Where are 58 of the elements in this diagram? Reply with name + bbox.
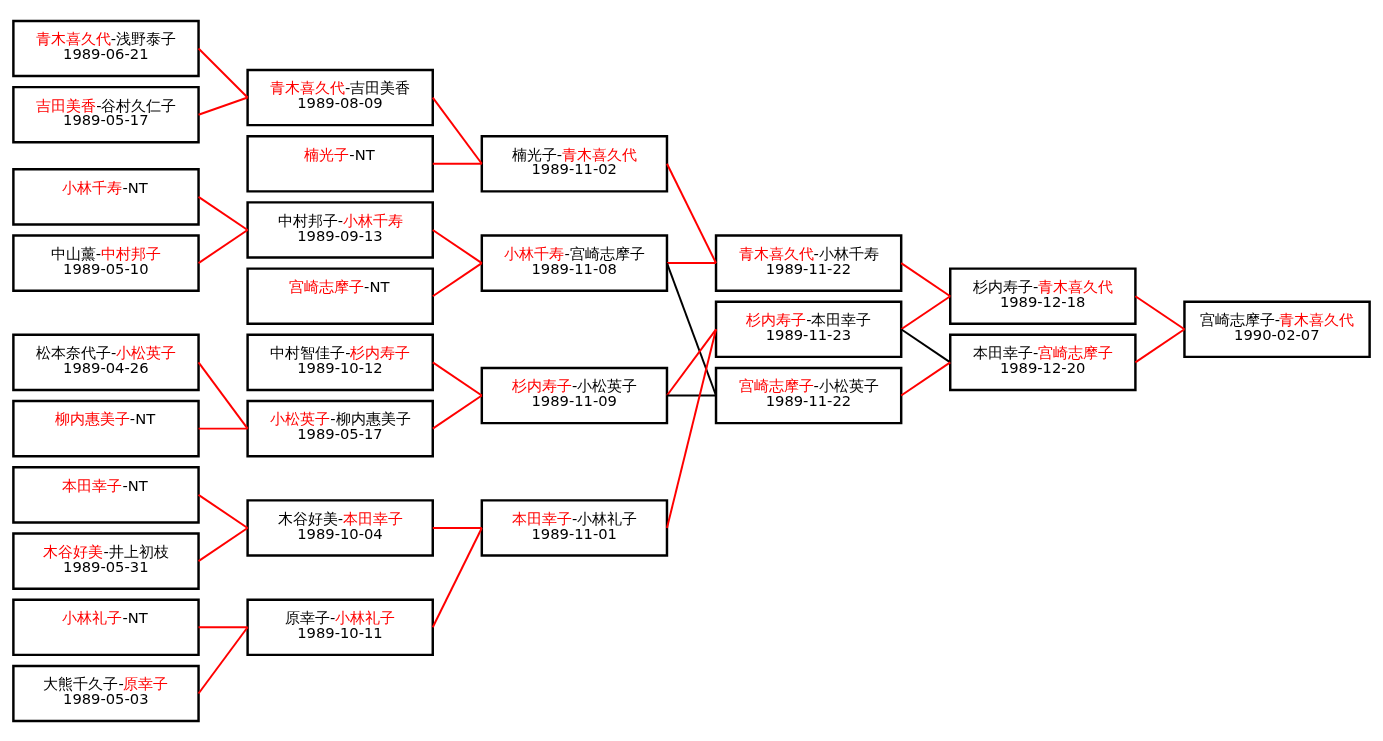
node-box: 青木喜久代-吉田美香 1989-08-09: [246, 68, 434, 126]
node-box: 柳内惠美子-NT: [12, 399, 200, 457]
connector: [900, 327, 952, 363]
connector: [431, 162, 483, 165]
connector: [431, 96, 483, 165]
connector: [666, 261, 717, 396]
connector: [431, 526, 483, 628]
connector: [1134, 327, 1186, 363]
connector: [197, 625, 249, 628]
node-box: 杉内寿子-本田幸子 1989-11-23: [714, 300, 903, 358]
connector: [431, 261, 483, 297]
node-box: 本田幸子-NT: [12, 465, 200, 524]
connector: [197, 526, 249, 562]
connector: [666, 162, 717, 264]
node-box: 杉内寿子-小松英子 1989-11-09: [480, 366, 669, 424]
node-box: 小林礼子-NT: [12, 597, 200, 656]
node-box: 本田幸子-小林礼子 1989-11-01: [480, 498, 669, 557]
connector: [431, 360, 483, 396]
connector: [197, 360, 249, 430]
node-box: 小松英子-柳内惠美子 1989-05-17: [246, 399, 434, 457]
node-box: 松本奈代子-小松英子 1989-04-26: [12, 333, 200, 391]
node-box: 中村智佳子-杉内寿子 1989-10-12: [246, 333, 434, 391]
node-box: 小林千寿-NT: [12, 167, 200, 226]
connector: [666, 327, 717, 396]
node-box: 杉内寿子-青木喜久代 1989-12-18: [949, 266, 1137, 325]
node-box: 本田幸子-宫崎志摩子 1989-12-20: [949, 333, 1137, 391]
node-box: 吉田美香-谷村久仁子 1989-05-17: [12, 85, 200, 144]
connector: [900, 294, 952, 330]
connector: [666, 327, 717, 529]
node-box: 青木喜久代-浅野泰子 1989-06-21: [12, 19, 200, 77]
connector: [431, 526, 483, 529]
connector: [197, 493, 249, 529]
node-box: 木谷好美-本田幸子 1989-10-04: [246, 498, 434, 557]
connector: [197, 625, 249, 694]
connector: [197, 195, 249, 231]
node-box: 楠光子-NT: [246, 134, 434, 193]
connector: [197, 47, 249, 99]
connector: [666, 394, 717, 396]
connector: [197, 427, 249, 430]
node-box: 小林千寿-宫崎志摩子 1989-11-08: [480, 233, 669, 292]
node-box: 宫崎志摩子-小松英子 1989-11-22: [714, 366, 903, 424]
connector: [1134, 294, 1186, 330]
node-box: 木谷好美-井上初枝 1989-05-31: [12, 531, 200, 590]
node-box: 中村邦子-小林千寿 1989-09-13: [246, 200, 434, 259]
connector: [431, 394, 483, 430]
connector: [900, 261, 952, 297]
node-box: 宫崎志摩子-青木喜久代 1990-02-07: [1183, 300, 1371, 358]
connector: [666, 261, 717, 264]
node-box: 楠光子-青木喜久代 1989-11-02: [480, 134, 669, 193]
node-box: 宫崎志摩子-NT: [246, 266, 434, 325]
connector: [900, 360, 952, 396]
node-box: 青木喜久代-小林千寿 1989-11-22: [714, 233, 903, 292]
connector: [197, 228, 249, 264]
node-box: 原幸子-小林礼子 1989-10-11: [246, 597, 434, 656]
connector: [197, 96, 249, 116]
node-box: 大熊千久子-原幸子 1989-05-03: [12, 664, 200, 722]
node-box: 中山薰-中村邦子 1989-05-10: [12, 233, 200, 292]
connector: [431, 228, 483, 264]
